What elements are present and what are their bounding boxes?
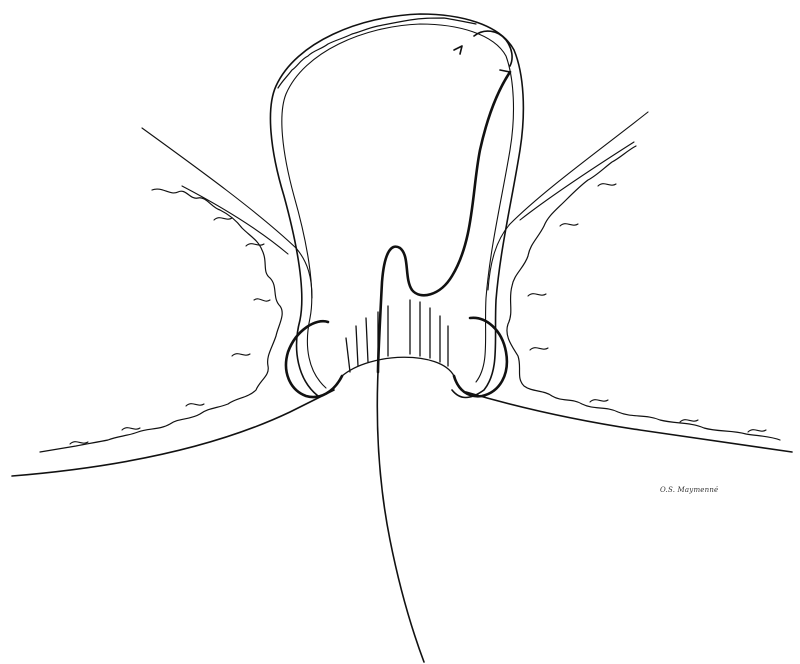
levator-ani-right-inner [520,142,634,220]
sphincter-loop-left [286,321,342,397]
probe-path [378,72,510,372]
ischiorectal-fat-left [40,189,282,452]
artist-signature: O.S. Maymenné [660,486,718,494]
probe-arrow-top [454,46,462,54]
anal-columns [342,300,454,376]
skin-surface-left [12,390,334,476]
levator-ani-left-outer [142,128,312,298]
probe-arrow [500,70,510,82]
skin-surface-right [466,392,792,452]
rectal-wall-inner [282,24,514,388]
rectal-top-fuzz [278,18,476,88]
rectal-bulge [474,31,512,66]
fat-texture-left [70,218,270,444]
fat-texture-right [528,184,766,432]
sphincter-loop-right [454,318,507,396]
seton-thread [377,372,424,662]
